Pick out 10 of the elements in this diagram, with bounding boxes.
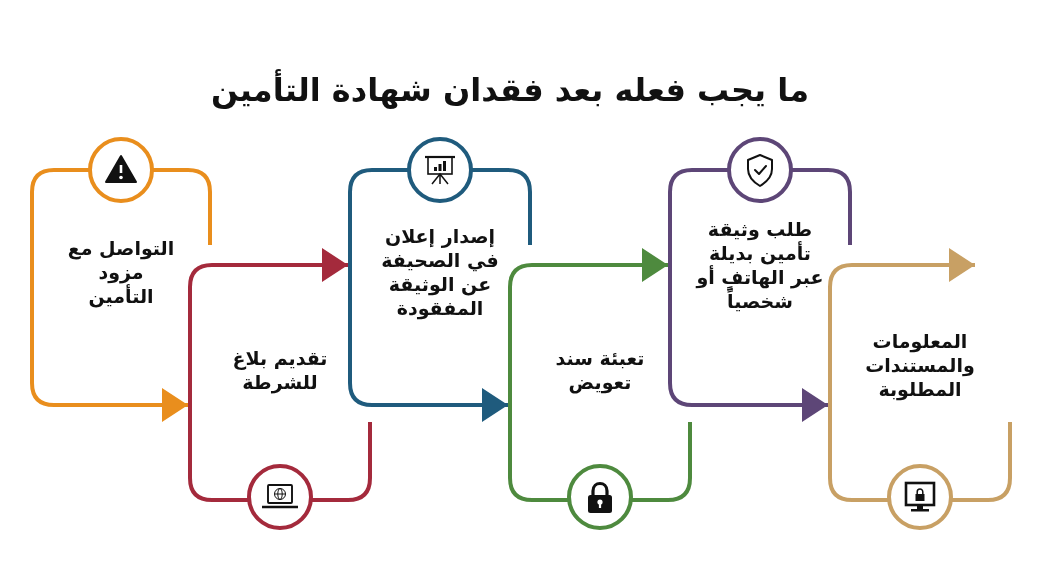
arrow (390, 388, 508, 422)
arrow (710, 388, 828, 422)
arrow (565, 248, 668, 282)
arrow (72, 388, 188, 422)
step-box: طلب وثيقة تأمين بديلة عبر الهاتفٍ أو شخصياً (668, 168, 852, 407)
arrow (245, 248, 348, 282)
arrow (828, 248, 975, 320)
title: ما يجب فعله بعد فقدان شهادة التأمين (210, 70, 810, 110)
step-box: تعبئة سند تعويض (508, 263, 692, 502)
step-box: إصدار إعلان في الصحيفة عن الوثيقة المفقودة (348, 168, 532, 407)
